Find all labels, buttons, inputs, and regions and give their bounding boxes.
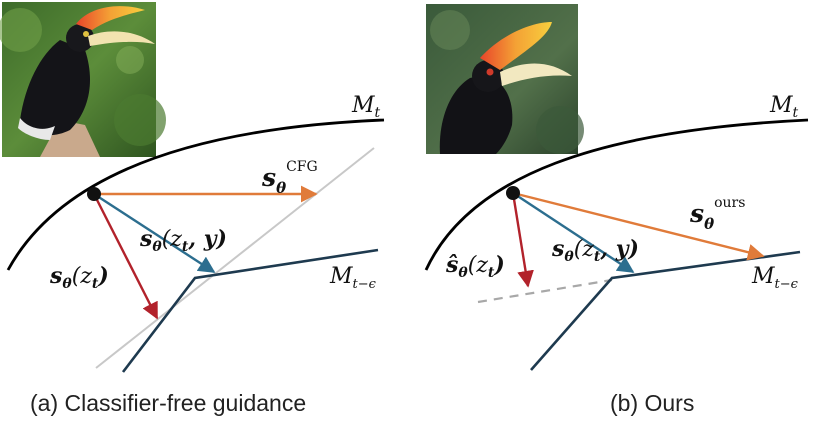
arrow-cond-b	[512, 191, 635, 274]
caption-panel-b: (b) Ours	[610, 390, 695, 416]
panel-b: Mt Mt−ϵ sθours sθ(zt, y) ŝθ(zt)	[424, 4, 809, 371]
origin-point-a	[87, 187, 101, 201]
manifold-curve-bottom-b	[530, 250, 801, 371]
label-vec-uncond-a: sθ(zt)	[49, 263, 109, 292]
manifold-curve-top-a	[6, 118, 385, 271]
arrow-uncond-b	[511, 192, 534, 288]
arrow-cond-a	[93, 192, 216, 274]
label-vec-guided-a: sθCFG	[261, 159, 318, 197]
caption-panel-a: (a) Classifier-free guidance	[30, 390, 307, 416]
label-manifold-top-b: Mt	[769, 93, 799, 121]
label-vec-cond-a: sθ(zt, y)	[139, 226, 227, 255]
panel-a: Mt Mt−ϵ sθCFG sθ(zt, y) sθ(zt)	[0, 2, 385, 373]
label-vec-uncond-b: ŝθ(zt)	[445, 252, 505, 281]
label-vec-guided-b: sθours	[689, 195, 745, 233]
origin-point-b	[506, 186, 520, 200]
label-manifold-bottom-a: Mt−ϵ	[329, 264, 377, 292]
label-vec-cond-b: sθ(zt, y)	[551, 236, 639, 265]
manifold-curve-bottom-a	[121, 248, 379, 373]
arrow-guided-b	[512, 191, 765, 261]
hornbill-photo-a	[0, 2, 166, 157]
label-manifold-top-a: Mt	[351, 93, 381, 121]
hornbill-photo-b	[426, 4, 584, 154]
arrow-uncond-a	[92, 193, 159, 320]
cfg-guide-line	[95, 147, 375, 369]
manifold-curve-top-b	[424, 118, 809, 271]
dashed-line-b	[477, 278, 613, 304]
label-manifold-bottom-b: Mt−ϵ	[751, 264, 799, 292]
